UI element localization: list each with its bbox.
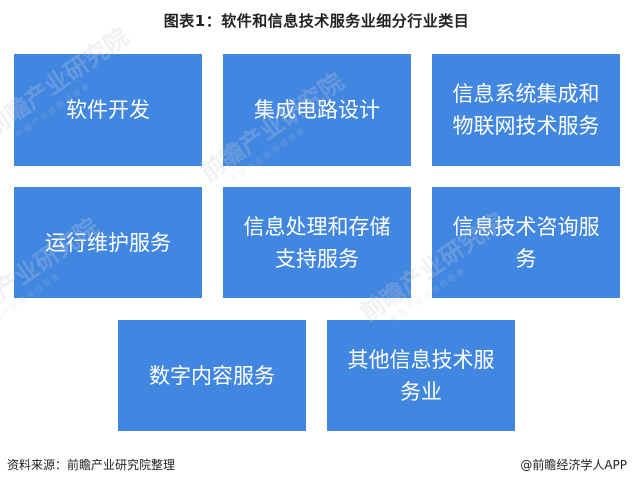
category-box-system-integration-iot: 信息系统集成和 物联网技术服务 [432, 54, 620, 166]
source-note: 资料来源：前瞻产业研究院整理 [7, 458, 176, 472]
category-box-it-consulting: 信息技术咨询服 务 [432, 187, 620, 298]
category-box-info-processing-storage: 信息处理和存储 支持服务 [223, 187, 411, 298]
chart-title: 图表1：软件和信息技术服务业细分行业类目 [163, 12, 470, 30]
category-label-line: 软件开发 [66, 98, 150, 122]
category-label-line: 集成电路设计 [254, 98, 380, 122]
category-box-software-development: 软件开发 [14, 54, 202, 166]
category-label-line: 物联网技术服务 [452, 114, 600, 138]
category-box-digital-content: 数字内容服务 [118, 320, 306, 431]
category-label-line: 数字内容服务 [149, 363, 275, 388]
category-label-line: 信息处理和存储 [243, 214, 391, 239]
category-label-line: 务 [515, 246, 537, 271]
category-label-line: 支持服务 [275, 246, 359, 271]
category-box-ic-design: 集成电路设计 [223, 54, 411, 166]
category-label-line: 信息技术咨询服 [452, 214, 600, 239]
category-label-line: 务业 [400, 379, 442, 404]
credit-note: @前瞻经济学人APP [520, 458, 627, 472]
category-box-other-it-services: 其他信息技术服 务业 [327, 320, 515, 431]
category-label-line: 信息系统集成和 [452, 82, 600, 106]
category-label-line: 其他信息技术服 [347, 347, 495, 372]
category-box-operation-maintenance: 运行维护服务 [14, 187, 202, 298]
category-label-line: 运行维护服务 [45, 230, 171, 255]
